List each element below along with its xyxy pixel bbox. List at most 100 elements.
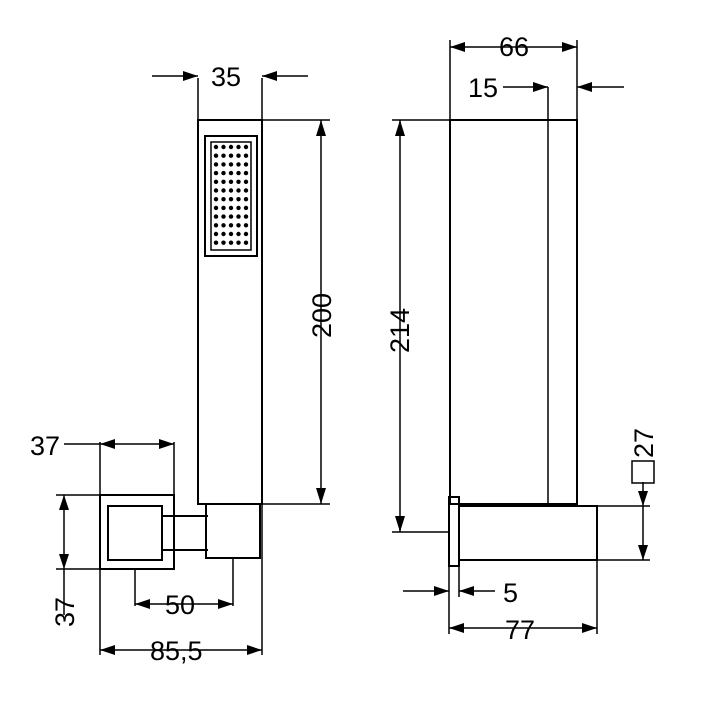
- nozzle-dot: [213, 188, 219, 193]
- nozzle-dot: [228, 153, 234, 158]
- holder-square-outer: [99, 494, 175, 570]
- nozzle-dot: [228, 214, 234, 219]
- nozzle-dot: [213, 214, 219, 219]
- dim-side-top-width: 66: [449, 32, 578, 120]
- spray-head: [204, 135, 258, 257]
- nozzle-dot: [236, 170, 241, 176]
- nozzle-dot: [228, 240, 234, 245]
- nozzle-dot: [236, 188, 241, 193]
- dim-side-depth: 77: [448, 560, 598, 645]
- nozzle-dot: [221, 144, 226, 150]
- nozzle-dot: [228, 231, 234, 237]
- nozzle-dot: [221, 197, 226, 202]
- nozzle-dot: [213, 223, 219, 228]
- nozzle-dot: [236, 223, 241, 228]
- nozzle-dot: [228, 179, 234, 184]
- dim-label-5: 5: [503, 578, 518, 608]
- square-section-icon: [631, 460, 655, 484]
- handle-profile: [449, 119, 578, 505]
- nozzle-dot: [243, 179, 249, 184]
- nozzle-dot: [213, 197, 219, 202]
- dim-holder-height: 37: [50, 494, 100, 627]
- nozzle-dot: [228, 223, 234, 228]
- nozzle-dot: [243, 197, 249, 202]
- handle-body: [197, 119, 263, 505]
- nozzle-dot: [243, 162, 249, 167]
- side-arm: [458, 505, 598, 561]
- nozzle-dot: [236, 214, 241, 219]
- dim-front-height: 200: [262, 119, 337, 505]
- nozzle-dot: [221, 153, 226, 158]
- nozzle-dot: [221, 170, 226, 176]
- dim-label-200: 200: [307, 293, 337, 338]
- nozzle-dot: [236, 162, 241, 167]
- nozzle-dot: [243, 144, 249, 150]
- front-view: 35 200 37 37: [30, 62, 337, 666]
- nozzle-dot: [228, 188, 234, 193]
- dim-flange-thickness: 5: [403, 566, 518, 608]
- nozzle-dot: [221, 223, 226, 228]
- dim-label-77: 77: [505, 615, 535, 645]
- dim-label-27: 27: [629, 428, 659, 458]
- nozzle-dot: [213, 144, 219, 150]
- nozzle-grid: [213, 144, 249, 245]
- nozzle-dot: [236, 205, 241, 211]
- nozzle-dot: [213, 240, 219, 245]
- nozzle-dot: [228, 205, 234, 211]
- dim-label-15: 15: [468, 73, 498, 103]
- nozzle-dot: [221, 205, 226, 211]
- nozzle-dot: [236, 231, 241, 237]
- nozzle-dot: [236, 144, 241, 150]
- dim-front-width: 35: [152, 62, 308, 120]
- nozzle-dot: [243, 231, 249, 237]
- dim-label-85-5: 85,5: [150, 636, 203, 666]
- nozzle-dot: [213, 153, 219, 158]
- dim-holder-width: 37: [30, 431, 175, 495]
- dim-side-height: 214: [385, 119, 450, 533]
- nozzle-dot: [228, 170, 234, 176]
- side-view: 66 15 214 27: [385, 32, 659, 645]
- nozzle-dot: [213, 179, 219, 184]
- dim-holder-offset: 50: [134, 558, 234, 620]
- hose-connector: [205, 503, 261, 559]
- holder-square-inner: [107, 505, 163, 561]
- dim-label-35: 35: [211, 62, 241, 92]
- spray-face: [210, 141, 252, 251]
- dim-label-37-left: 37: [50, 597, 80, 627]
- nozzle-dot: [213, 231, 219, 237]
- nozzle-dot: [236, 153, 241, 158]
- nozzle-dot: [221, 214, 226, 219]
- nozzle-dot: [243, 214, 249, 219]
- nozzle-dot: [236, 179, 241, 184]
- nozzle-dot: [243, 170, 249, 176]
- nozzle-dot: [243, 240, 249, 245]
- nozzle-dot: [228, 162, 234, 167]
- nozzle-dot: [243, 205, 249, 211]
- nozzle-dot: [213, 162, 219, 167]
- nozzle-dot: [221, 188, 226, 193]
- wall-flange: [448, 496, 460, 567]
- nozzle-dot: [243, 153, 249, 158]
- dim-label-66: 66: [499, 32, 529, 62]
- dim-square-size: 27: [597, 428, 659, 561]
- dim-front-depth: 85,5: [99, 504, 263, 666]
- dim-label-214: 214: [385, 308, 415, 353]
- dim-label-37-top: 37: [30, 431, 60, 461]
- nozzle-dot: [213, 170, 219, 176]
- nozzle-dot: [221, 231, 226, 237]
- holder-arm: [162, 515, 208, 551]
- nozzle-dot: [221, 179, 226, 184]
- nozzle-dot: [243, 188, 249, 193]
- nozzle-dot: [221, 162, 226, 167]
- dim-label-50: 50: [165, 590, 195, 620]
- nozzle-dot: [213, 205, 219, 211]
- dim-handle-thickness: 15: [468, 73, 624, 120]
- nozzle-dot: [228, 144, 234, 150]
- nozzle-dot: [236, 240, 241, 245]
- nozzle-dot: [228, 197, 234, 202]
- nozzle-dot: [236, 197, 241, 202]
- nozzle-dot: [243, 223, 249, 228]
- nozzle-dot: [221, 240, 226, 245]
